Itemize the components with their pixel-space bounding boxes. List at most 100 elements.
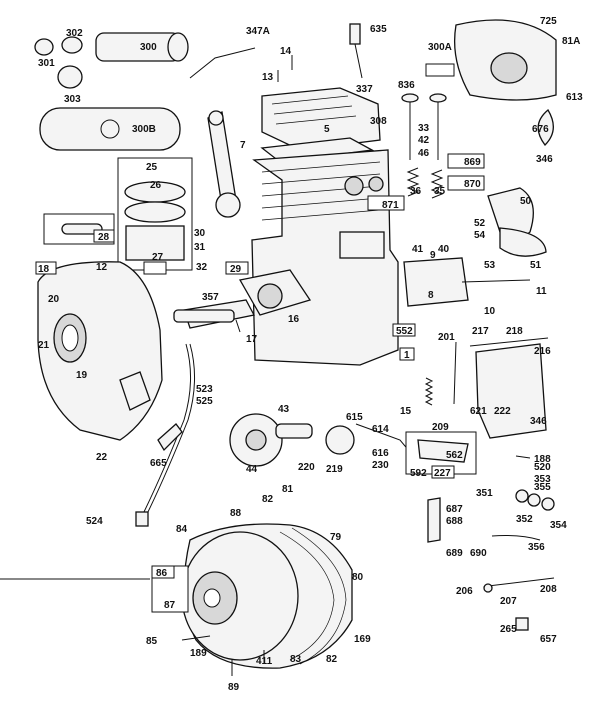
part-label: 50 xyxy=(520,196,532,207)
part-label: 615 xyxy=(346,412,363,423)
part-label: 27 xyxy=(152,252,164,263)
part-label: 22 xyxy=(96,452,108,463)
part-label: 352 xyxy=(516,514,533,525)
part-label: 20 xyxy=(48,294,60,305)
part-label: 188 xyxy=(534,454,551,465)
part-label: 308 xyxy=(370,116,387,127)
part-label: 657 xyxy=(540,634,557,645)
part-label: 303 xyxy=(64,94,81,105)
part-label: 43 xyxy=(278,404,290,415)
part-label: 85 xyxy=(146,636,158,647)
part-label: 25 xyxy=(146,162,158,173)
part-label: 871 xyxy=(382,200,399,211)
part-label: 53 xyxy=(484,260,496,271)
part-label: 21 xyxy=(38,340,50,351)
part-label: 689 xyxy=(446,548,463,559)
part-label: 227 xyxy=(434,468,451,479)
part-label: 14 xyxy=(280,46,292,57)
part-label: 220 xyxy=(298,462,315,473)
part-label: 616 xyxy=(372,448,389,459)
part-label: 690 xyxy=(470,548,487,559)
part-label: 201 xyxy=(438,332,455,343)
part-label: 51 xyxy=(530,260,542,271)
part-label: 7 xyxy=(240,140,246,151)
part-label: 11 xyxy=(536,286,547,297)
part-label: 301 xyxy=(38,58,55,69)
part-label: 525 xyxy=(196,396,213,407)
part-label: 592 xyxy=(410,468,427,479)
part-label: 35 xyxy=(434,186,446,197)
part-label: 635 xyxy=(370,24,387,35)
part-label: 13 xyxy=(262,72,274,83)
part-label: 79 xyxy=(330,532,342,543)
part-label: 524 xyxy=(86,516,103,527)
part-label: 665 xyxy=(150,458,167,469)
part-label: 83 xyxy=(290,654,302,665)
part-label: 40 xyxy=(438,244,450,255)
part-label: 869 xyxy=(464,157,481,168)
part-label: 54 xyxy=(474,230,486,241)
part-labels: 302 301 300 303 300B 347A 14 13 635 337 … xyxy=(38,16,583,693)
part-label: 357 xyxy=(202,292,219,303)
part-label: 725 xyxy=(540,16,557,27)
part-label: 84 xyxy=(176,524,188,535)
part-label: 217 xyxy=(472,326,489,337)
part-label: 614 xyxy=(372,424,389,435)
part-label: 355 xyxy=(534,482,551,493)
part-label: 687 xyxy=(446,504,463,515)
part-label: 88 xyxy=(230,508,242,519)
part-label: 209 xyxy=(432,422,449,433)
part-label: 86 xyxy=(156,568,168,579)
part-drawings xyxy=(0,19,557,676)
part-label: 44 xyxy=(246,464,258,475)
part-label: 523 xyxy=(196,384,213,395)
part-label: 32 xyxy=(196,262,208,273)
part-label: 621 xyxy=(470,406,487,417)
part-label: 613 xyxy=(566,92,583,103)
part-label: 870 xyxy=(464,179,481,190)
part-label: 31 xyxy=(194,242,206,253)
part-label: 562 xyxy=(446,450,463,461)
part-label: 520 xyxy=(534,462,551,473)
part-label: 82 xyxy=(262,494,274,505)
part-label: 5 xyxy=(324,124,330,135)
part-label: 206 xyxy=(456,586,473,597)
part-label: 18 xyxy=(38,264,50,275)
part-label: 87 xyxy=(164,600,176,611)
part-label: 222 xyxy=(494,406,511,417)
part-label: 300A xyxy=(428,42,452,53)
part-label: 82 xyxy=(326,654,338,665)
part-label: 10 xyxy=(484,306,496,317)
part-label: 15 xyxy=(400,406,412,417)
part-label: 189 xyxy=(190,648,207,659)
part-label: 230 xyxy=(372,460,389,471)
part-label: 836 xyxy=(398,80,415,91)
part-label: 354 xyxy=(550,520,567,531)
part-label: 28 xyxy=(98,232,110,243)
part-label: 19 xyxy=(76,370,88,381)
part-label: 1 xyxy=(404,350,410,361)
part-label: 265 xyxy=(500,624,517,635)
part-label: 207 xyxy=(500,596,517,607)
part-label: 552 xyxy=(396,326,413,337)
part-label: 300 xyxy=(140,42,157,53)
part-label: 16 xyxy=(288,314,300,325)
part-label: 26 xyxy=(150,180,162,191)
part-label: 169 xyxy=(354,634,371,645)
part-label: 81 xyxy=(282,484,294,495)
part-label: 351 xyxy=(476,488,493,499)
part-label: 33 xyxy=(418,123,430,134)
part-label: 302 xyxy=(66,28,83,39)
part-label: 347A xyxy=(246,26,270,37)
part-label: 216 xyxy=(534,346,551,357)
part-label: 30 xyxy=(194,228,206,239)
part-label: 41 xyxy=(412,244,424,255)
part-label: 9 xyxy=(430,250,436,261)
part-label: 208 xyxy=(540,584,557,595)
part-label: 688 xyxy=(446,516,463,527)
part-label: 300B xyxy=(132,124,156,135)
part-label: 81A xyxy=(562,36,580,47)
part-label: 17 xyxy=(246,334,258,345)
part-label: 8 xyxy=(428,290,434,301)
